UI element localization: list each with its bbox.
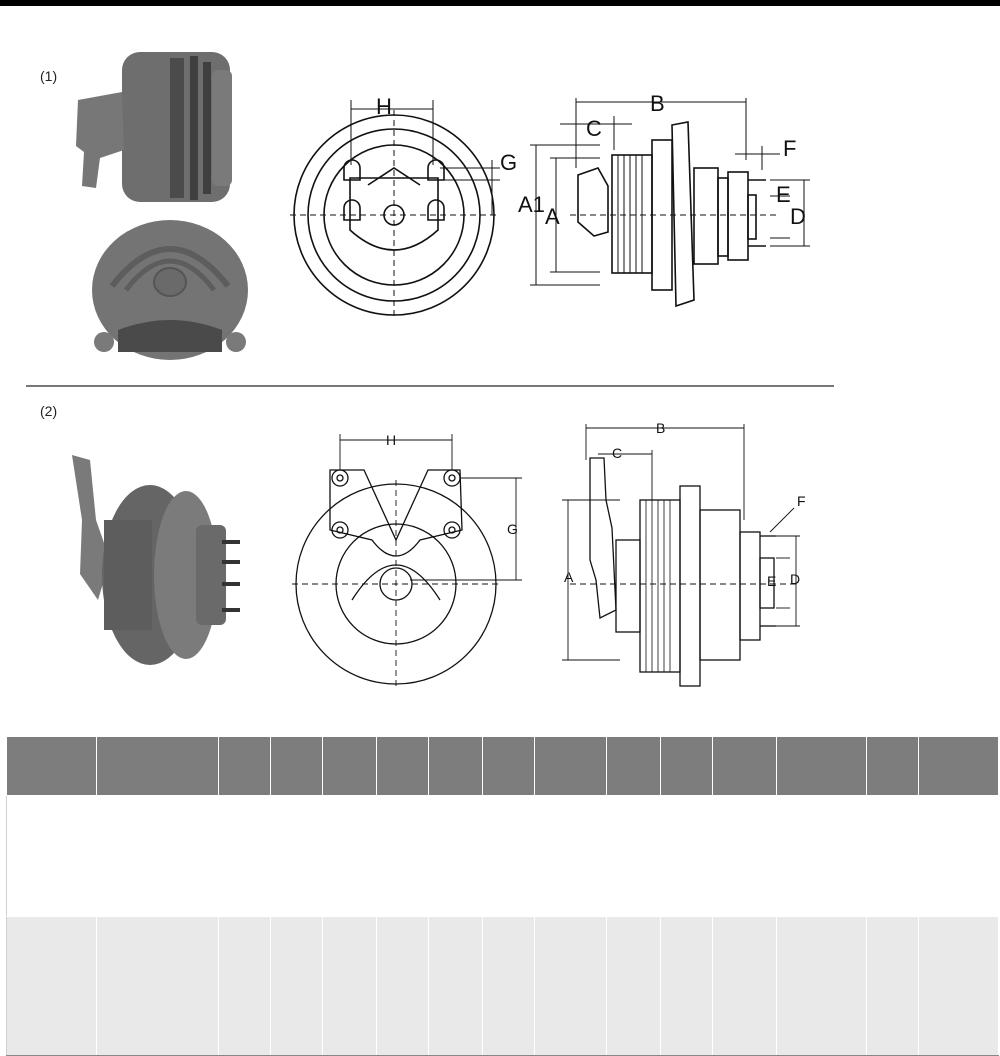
dim-a1-1: A1 xyxy=(518,192,545,217)
front-view-diagram-icon xyxy=(290,100,500,320)
variant-1-label: (1) xyxy=(40,68,58,84)
dim-e-1: E xyxy=(776,182,791,207)
dim-e-2: E xyxy=(767,573,776,589)
technical-drawings: H G xyxy=(72,52,810,690)
dim-c-1: C xyxy=(586,116,602,141)
dim-h-2: H xyxy=(386,432,396,448)
table-header-row xyxy=(6,736,999,796)
dim-f-2: F xyxy=(797,493,806,509)
spec-table xyxy=(6,736,999,1056)
dim-b-1: B xyxy=(650,91,665,116)
fan-clutch-photo-2-icon xyxy=(72,455,240,665)
table-row xyxy=(6,795,999,917)
table-row xyxy=(6,916,999,1056)
dim-a-2: A xyxy=(564,569,574,585)
dim-g-2: G xyxy=(507,521,518,537)
side-view-diagram-2-icon xyxy=(562,424,800,687)
dim-d-2: D xyxy=(790,571,800,587)
dim-d-1: D xyxy=(790,204,806,229)
dim-a-1: A xyxy=(545,204,560,229)
front-view-diagram-2-icon xyxy=(292,434,522,690)
top-rule xyxy=(0,0,1000,6)
dim-h-1: H xyxy=(376,94,392,119)
dim-g-1: G xyxy=(500,150,517,175)
fan-clutch-photo-icon xyxy=(76,52,248,360)
dim-f-1: F xyxy=(783,136,796,161)
dim-c-2: C xyxy=(612,445,622,461)
dim-b-2: B xyxy=(656,420,665,436)
side-view-diagram-icon xyxy=(530,98,810,308)
variant-2-label: (2) xyxy=(40,403,58,419)
section-divider xyxy=(26,385,834,387)
